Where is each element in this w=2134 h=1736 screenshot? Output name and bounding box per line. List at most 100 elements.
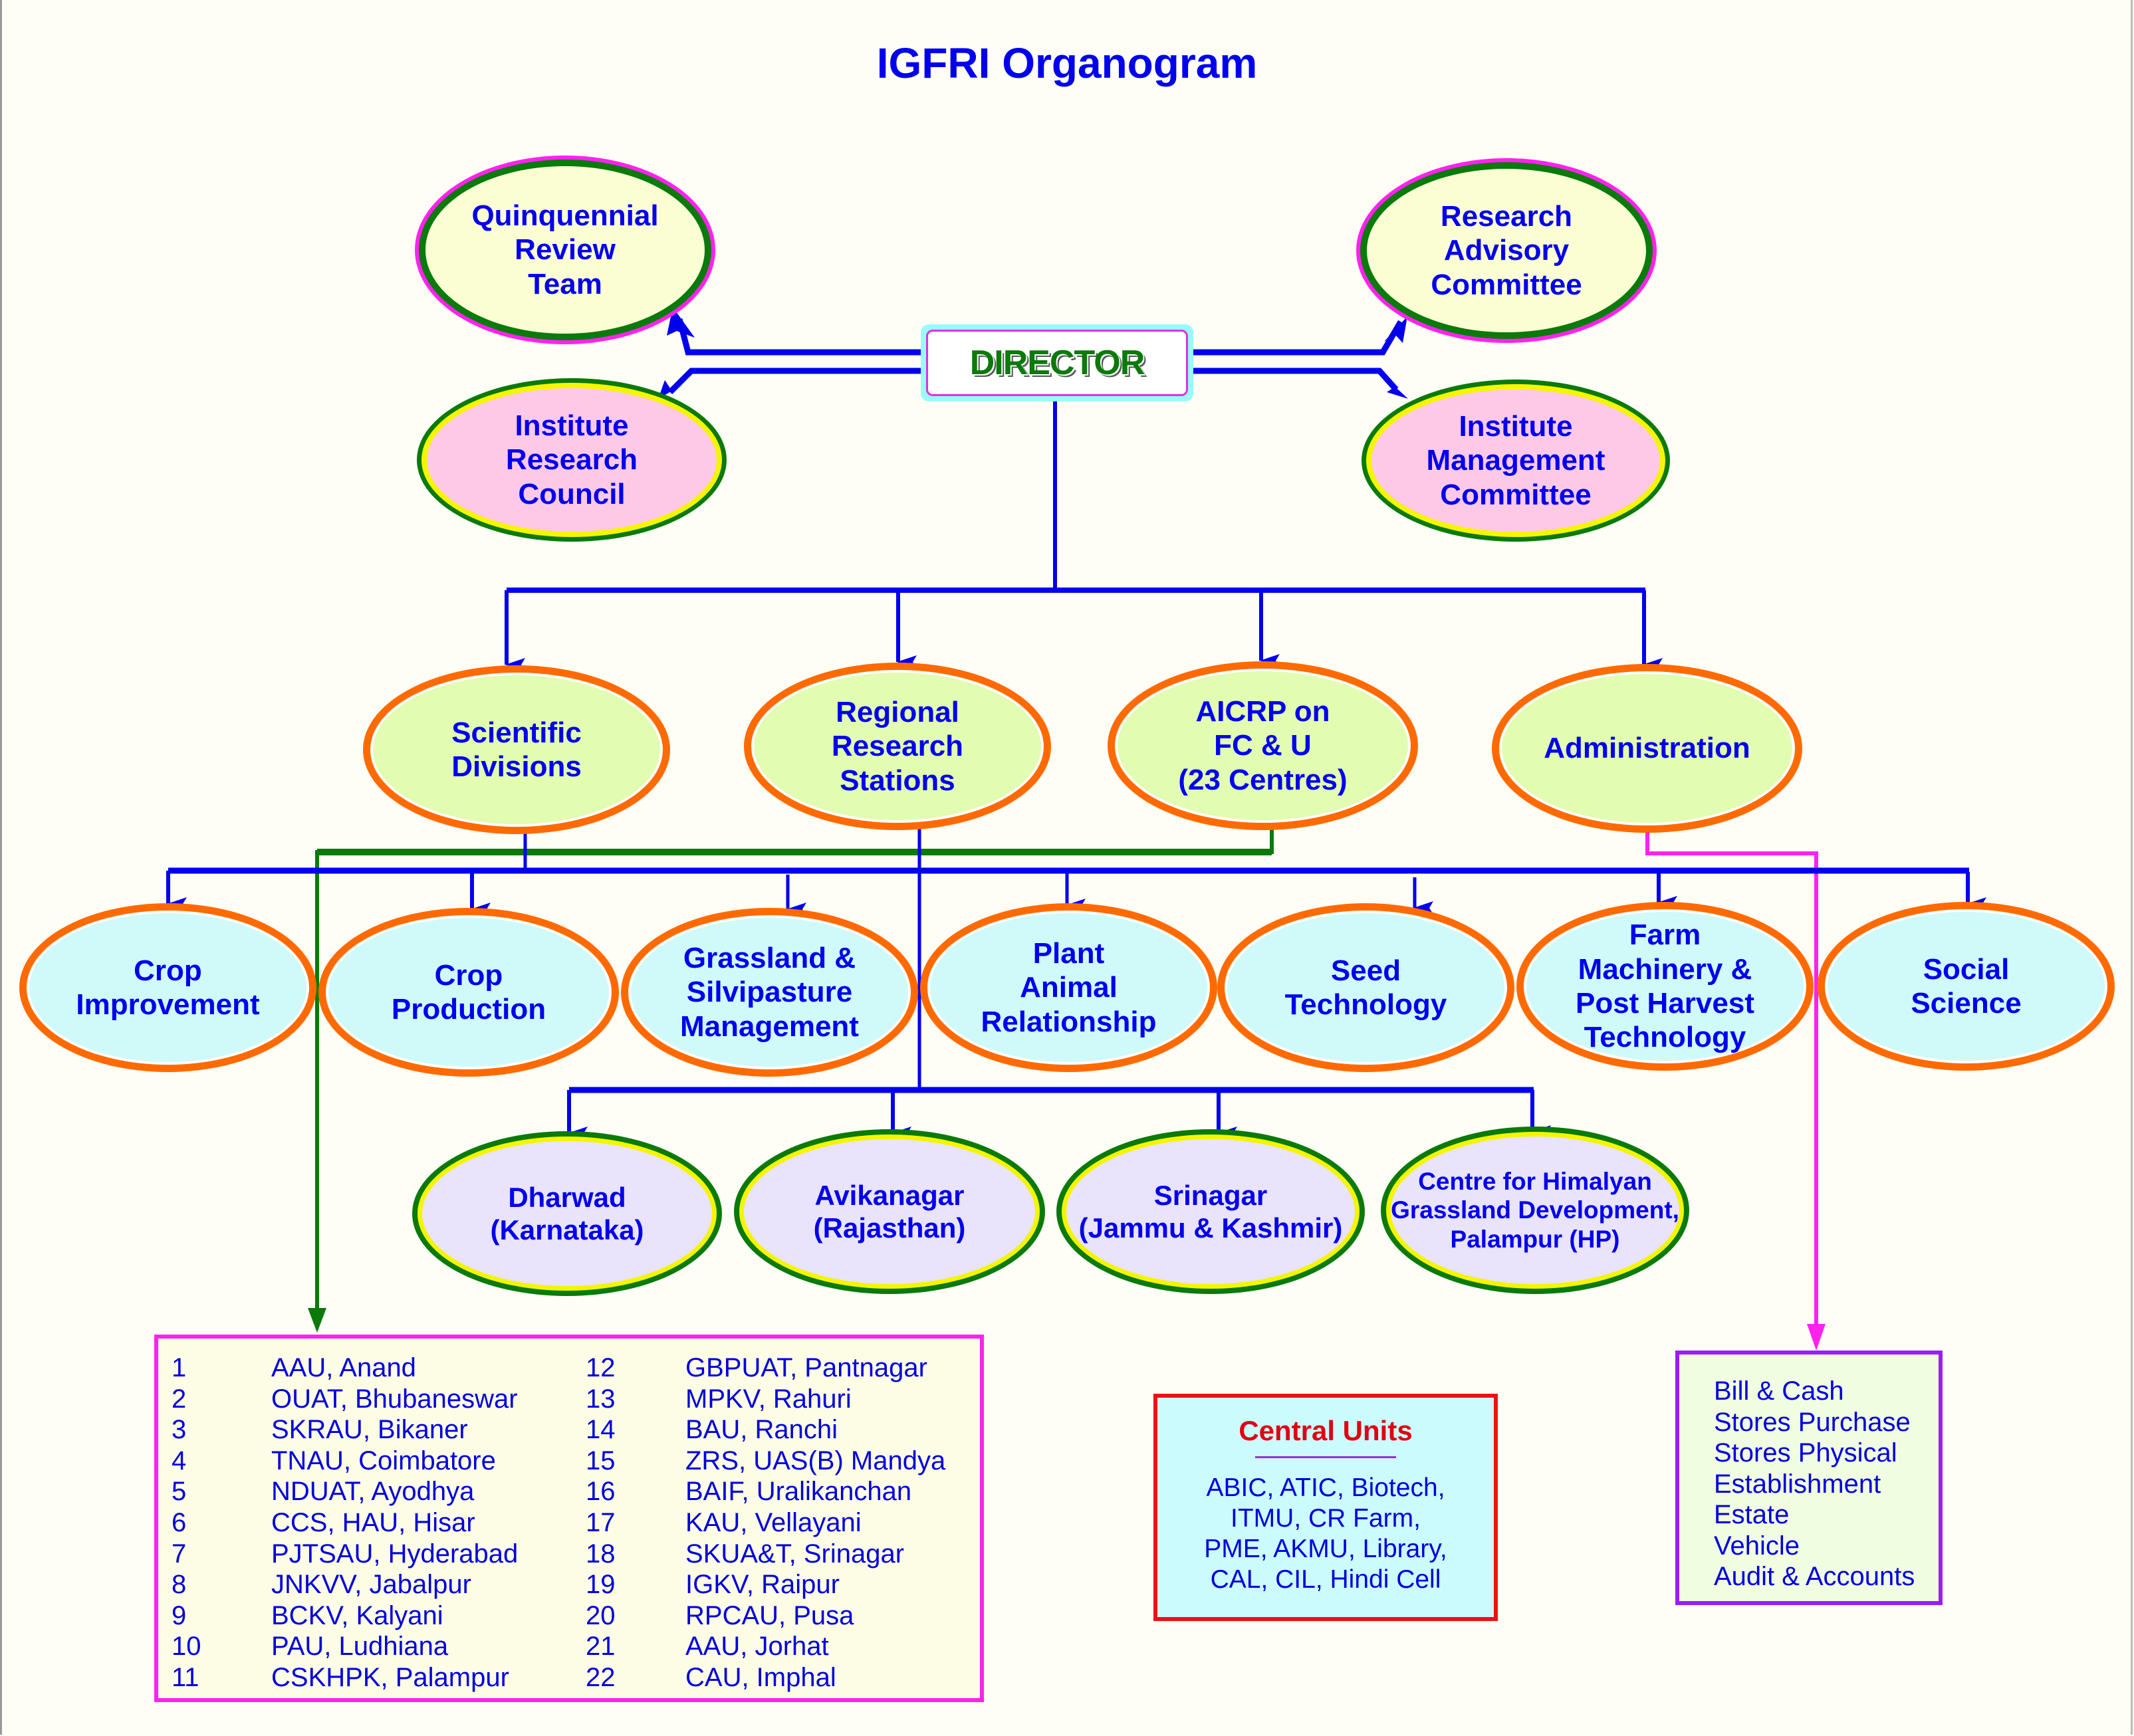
aicrp-centre-number: 8: [172, 1570, 187, 1600]
division-grassland-silvipasture[interactable]: Grassland & Silvipasture Management: [628, 915, 911, 1069]
node-label: Avikanagar (Rajasthan): [813, 1179, 966, 1244]
node-institute-management-committee[interactable]: Institute Management Committee: [1366, 384, 1665, 537]
aicrp-centre-number: 4: [172, 1446, 187, 1475]
node-label: Research Advisory Committee: [1431, 199, 1582, 301]
station-avikanagar[interactable]: Avikanagar (Rajasthan): [739, 1135, 1040, 1289]
arrowhead-irc: [658, 380, 681, 399]
aicrp-centre-name: JNKVV, Jabalpur: [271, 1570, 471, 1600]
aicrp-centre-number: 19: [586, 1570, 616, 1600]
aicrp-centre-number: 3: [172, 1415, 187, 1445]
aicrp-centre-row: 3 SKRAU, Bikaner: [172, 1415, 518, 1446]
aicrp-centre-name: SKUA&T, Srinagar: [685, 1539, 905, 1569]
division-crop-production[interactable]: Crop Production: [326, 915, 612, 1069]
division-seed-technology[interactable]: Seed Technology: [1225, 911, 1507, 1065]
node-label: Dharwad (Karnataka): [490, 1181, 644, 1246]
node-label: Regional Research Stations: [831, 695, 964, 797]
aicrp-centre-name: BAU, Ranchi: [685, 1415, 838, 1445]
administration-section-item: Audit & Accounts: [1714, 1562, 1915, 1591]
node-label: Crop Production: [391, 958, 546, 1026]
central-units-divider: [1255, 1456, 1396, 1458]
aicrp-centre-row: 8 JNKVV, Jabalpur: [172, 1570, 518, 1601]
administration-section-item: Stores Purchase: [1714, 1407, 1911, 1437]
node-administration[interactable]: Administration: [1499, 671, 1795, 825]
connector-to-imc: [1193, 368, 1399, 391]
director-advisory-arrowheads: [658, 307, 1408, 399]
connector-to-quinquennial: [676, 318, 921, 356]
aicrp-centre-name: AAU, Anand: [271, 1353, 416, 1382]
division-farm-machinery-pht[interactable]: Farm Machinery & Post Harvest Technology: [1524, 909, 1806, 1063]
arrowhead-imc: [1387, 380, 1408, 399]
aicrp-centre-name: AAU, Jorhat: [685, 1632, 829, 1662]
division-plant-animal-relationship[interactable]: Plant Animal Relationship: [927, 911, 1210, 1065]
administration-section-item: Bill & Cash: [1714, 1376, 1844, 1406]
node-research-advisory-committee[interactable]: Research Advisory Committee: [1360, 162, 1653, 339]
aicrp-centre-number: 17: [586, 1507, 616, 1537]
aicrp-centre-number: 6: [172, 1507, 187, 1537]
node-aicrp-fcu[interactable]: AICRP on FC & U (23 Centres): [1115, 669, 1411, 823]
aicrp-centre-number: 21: [586, 1632, 616, 1662]
aicrp-centre-name: SKRAU, Bikaner: [271, 1415, 468, 1445]
page-title: IGFRI Organogram: [876, 39, 1258, 87]
aicrp-connector: [308, 824, 1274, 1333]
aicrp-centre-name: MPKV, Rahuri: [685, 1384, 852, 1414]
aicrp-centre-name: BAIF, Uralikanchan: [685, 1477, 912, 1507]
aicrp-centre-name: GBPUAT, Pantnagar: [685, 1353, 927, 1382]
director-advisory-connectors: [667, 318, 1403, 395]
node-quinquennial-review-team[interactable]: Quinquennial Review Team: [419, 160, 711, 340]
director-label: DIRECTOR: [926, 330, 1188, 396]
central-units-list: ABIC, ATIC, Biotech, ITMU, CR Farm, PME,…: [1204, 1473, 1447, 1594]
aicrp-centre-number: 7: [172, 1539, 187, 1569]
division-social-science[interactable]: Social Science: [1825, 909, 2107, 1063]
node-label: Quinquennial Review Team: [471, 199, 659, 300]
aicrp-centre-row: 7 PJTSAU, Hyderabad: [172, 1539, 518, 1571]
aicrp-centre-name: BCKV, Kalyani: [271, 1600, 443, 1630]
aicrp-centre-row: 14 BAU, Ranchi: [586, 1415, 945, 1446]
node-label: Scientific Divisions: [451, 716, 582, 783]
node-label: Srinagar (Jammu & Kashmir): [1078, 1179, 1343, 1244]
station-srinagar[interactable]: Srinagar (Jammu & Kashmir): [1062, 1135, 1360, 1289]
node-label: Grassland & Silvipasture Management: [680, 941, 859, 1043]
node-institute-research-council[interactable]: Institute Research Council: [421, 383, 722, 537]
aicrp-centre-number: 22: [586, 1662, 616, 1692]
director-box[interactable]: DIRECTOR: [921, 324, 1193, 401]
connector-to-rac: [1193, 320, 1403, 356]
central-units-box: Central Units ABIC, ATIC, Biotech, ITMU,…: [1153, 1394, 1498, 1621]
station-himalayan-palampur[interactable]: Centre for Himalyan Grassland Developmen…: [1386, 1132, 1684, 1289]
station-connectors: [567, 823, 1551, 1140]
aicrp-centre-number: 11: [172, 1662, 199, 1692]
node-label: Administration: [1544, 732, 1750, 765]
node-label: Crop Improvement: [76, 954, 260, 1021]
administration-section-item: Stores Physical: [1714, 1438, 1897, 1467]
aicrp-centre-name: RPCAU, Pusa: [685, 1600, 854, 1630]
main-unit-connectors: [505, 401, 1663, 671]
station-dharwad[interactable]: Dharwad (Karnataka): [417, 1137, 717, 1291]
node-regional-research-stations[interactable]: Regional Research Stations: [751, 670, 1044, 823]
node-scientific-divisions[interactable]: Scientific Divisions: [370, 673, 663, 827]
aicrp-centre-name: PJTSAU, Hyderabad: [271, 1539, 519, 1569]
aicrp-centre-name: ZRS, UAS(B) Mandya: [685, 1446, 946, 1475]
administration-section-item: Estate: [1714, 1500, 1790, 1529]
administration-section-item: Vehicle: [1714, 1531, 1800, 1561]
aicrp-centre-name: NDUAT, Ayodhya: [271, 1477, 475, 1507]
division-crop-improvement[interactable]: Crop Improvement: [27, 911, 309, 1065]
aicrp-centre-number: 2: [172, 1384, 187, 1414]
node-label: Institute Management Committee: [1426, 409, 1605, 511]
node-label: Social Science: [1911, 952, 2022, 1020]
central-units-title: Central Units: [1239, 1415, 1413, 1446]
aicrp-centre-number: 14: [586, 1415, 616, 1445]
